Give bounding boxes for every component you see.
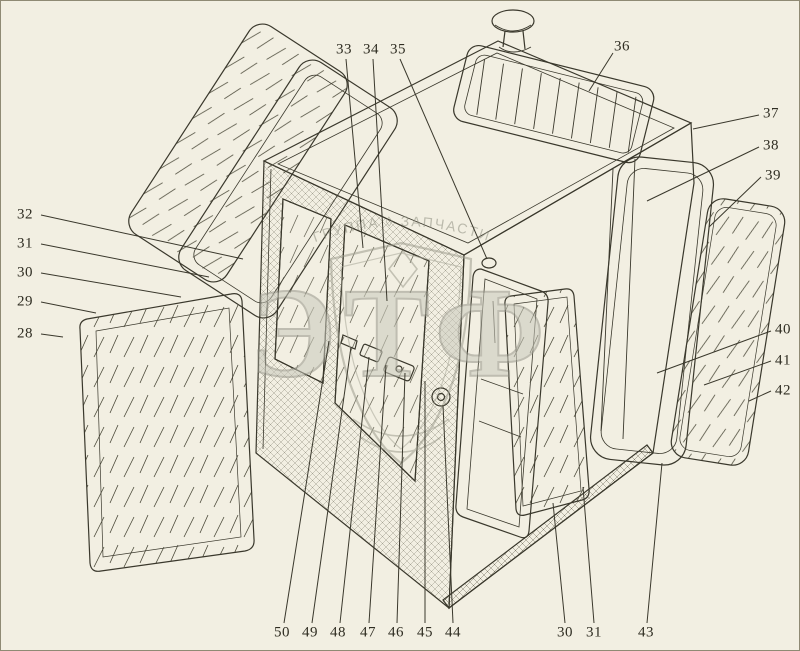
part-label-34: 34 (363, 41, 379, 58)
part-label-44: 44 (445, 624, 461, 641)
cab-roof-inner-line (277, 52, 675, 244)
part-label-42: 42 (775, 382, 791, 399)
leader-32 (40, 214, 244, 260)
rear-pillar-lines (600, 158, 636, 440)
air-intake-cap (491, 9, 535, 53)
part-label-37: 37 (763, 105, 779, 122)
leader-37 (692, 114, 760, 130)
leader-36 (588, 52, 614, 92)
roof-vent-grille (453, 44, 655, 164)
part-label-30-bottom: 30 (557, 624, 573, 641)
leader-46 (396, 372, 406, 624)
exploded-panels (79, 23, 786, 572)
watermark: ГРУППА ◊ ЗАПЧАСТИ ЭТФ (248, 213, 552, 465)
leader-lines (40, 52, 772, 624)
leader-38 (646, 146, 760, 202)
door-glass (504, 288, 590, 516)
leader-29 (40, 301, 97, 314)
part-label-36: 36 (614, 38, 630, 55)
leader-35 (399, 58, 488, 260)
part-label-46: 46 (388, 624, 404, 641)
part-label-31: 31 (17, 235, 33, 252)
part-label-28: 28 (17, 325, 33, 342)
part-label-32: 32 (17, 206, 33, 223)
rear-window-glass (670, 198, 786, 466)
leader-28 (40, 333, 64, 338)
lock-mechanism (340, 257, 497, 382)
leader-48 (339, 356, 370, 624)
part-label-49: 49 (302, 624, 318, 641)
sill-hatch-band (442, 444, 654, 609)
part-label-48: 48 (330, 624, 346, 641)
watermark-shield (329, 241, 473, 465)
cab-side-face (448, 121, 695, 610)
part-label-29: 29 (17, 293, 33, 310)
leader-40 (656, 330, 772, 374)
watermark-main-text: ЭТФ (249, 262, 552, 404)
part-label-39: 39 (765, 167, 781, 184)
watermark-diamond (387, 249, 419, 289)
part-label-40: 40 (775, 321, 791, 338)
part-label-30: 30 (17, 264, 33, 281)
watermark-ribbon (352, 418, 450, 453)
part-label-50: 50 (274, 624, 290, 641)
leader-31 (40, 243, 210, 278)
leader-41 (703, 360, 772, 386)
leader-34 (372, 58, 388, 302)
part-label-33: 33 (336, 41, 352, 58)
leader-42 (748, 390, 772, 402)
part-label-31-bottom: 31 (586, 624, 602, 641)
leader-49 (311, 346, 352, 624)
latch-striker (481, 257, 497, 269)
watermark-shield-inner (340, 252, 462, 450)
part-label-35: 35 (390, 41, 406, 58)
part-label-43: 43 (638, 624, 654, 641)
part-label-41: 41 (775, 352, 791, 369)
hinge-bracket (340, 334, 358, 350)
windshield-aperture-left (274, 198, 332, 384)
leader-47 (368, 364, 387, 624)
leader-44 (442, 404, 454, 624)
leader-50 (283, 340, 330, 624)
windshield-glass (79, 293, 255, 572)
cab-front-left-edge-line (262, 168, 272, 450)
leader-43 (646, 462, 663, 624)
leader-33 (345, 58, 364, 249)
part-label-47: 47 (360, 624, 376, 641)
leader-39 (708, 176, 762, 228)
side-window-glass (128, 23, 348, 283)
leader-31b (582, 486, 595, 624)
leader-30b (552, 502, 566, 624)
leader-30 (40, 272, 182, 298)
part-label-38: 38 (763, 137, 779, 154)
part-label-45: 45 (417, 624, 433, 641)
